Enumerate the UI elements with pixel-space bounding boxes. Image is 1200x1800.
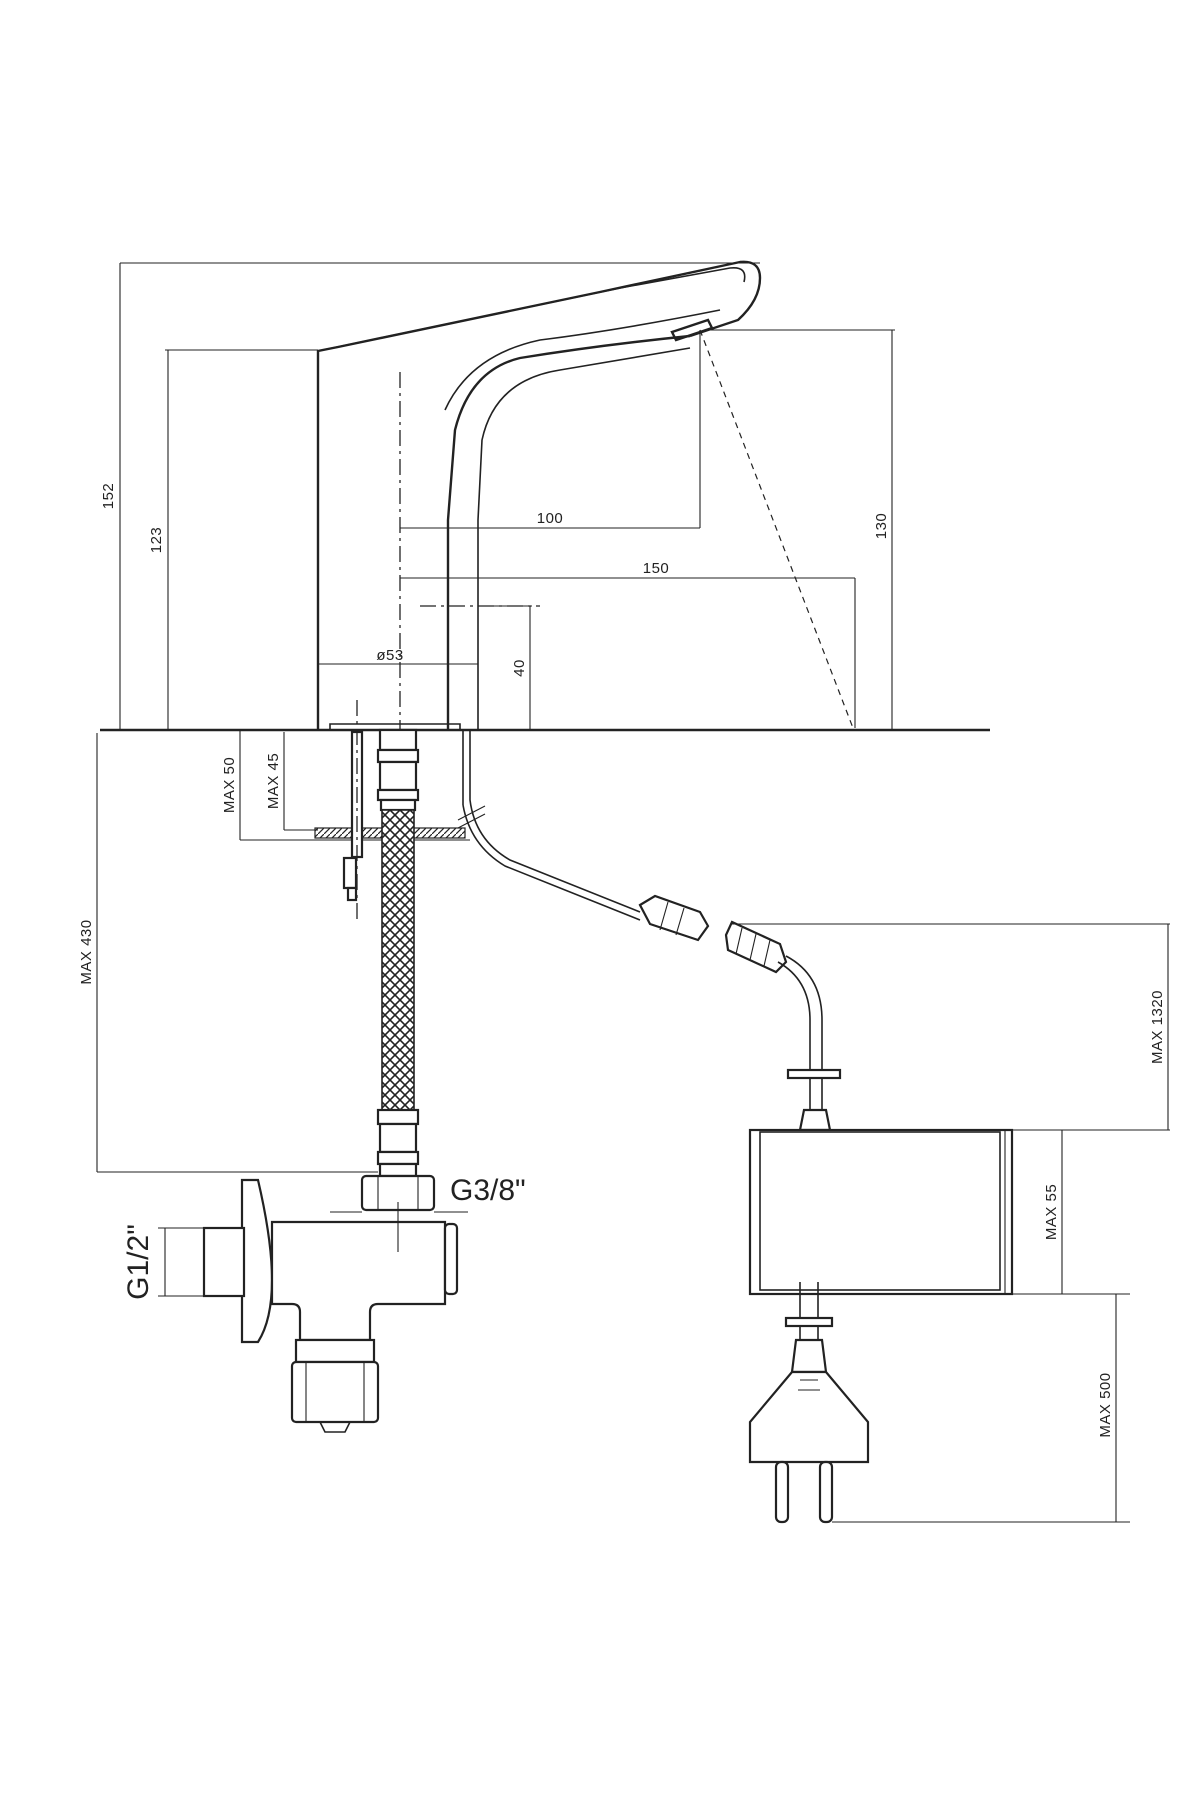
dimension-123: 123 [148, 349, 318, 730]
dimension-130: 130 [708, 329, 895, 730]
thread-g38-label: G3/8" [450, 1174, 526, 1207]
dim-100-label: 100 [537, 510, 564, 527]
dimension-max500: MAX 500 [832, 1293, 1130, 1523]
dim-max1320-label: MAX 1320 [1149, 990, 1166, 1064]
spout-top-edge [317, 266, 746, 352]
dimension-max55: MAX 55 [1012, 1129, 1068, 1295]
dimension-g12: G1/2" [122, 1224, 204, 1300]
dim-123-label: 123 [148, 527, 165, 554]
dimension-152: 152 [100, 262, 760, 730]
angle-valve [202, 1174, 459, 1433]
dim-max55-label: MAX 55 [1043, 1184, 1060, 1240]
fixing-rod [342, 700, 364, 920]
dim-dia53-label: ø53 [376, 647, 403, 664]
dimension-40: 40 [478, 605, 532, 730]
spout-outer [446, 334, 691, 730]
dim-150-label: 150 [643, 560, 670, 577]
power-cable [777, 955, 842, 1132]
dimension-g38: G3/8" [330, 1174, 526, 1252]
dimension-100: 100 [400, 330, 701, 529]
faucet-column [316, 260, 762, 730]
cable-connector-female [638, 894, 710, 942]
dim-max430-label: MAX 430 [78, 919, 95, 984]
sensor-cable [457, 730, 641, 921]
dim-40-label: 40 [511, 659, 528, 677]
dim-max45-label: MAX 45 [265, 753, 282, 809]
faucet-body [100, 260, 990, 732]
braided-hose [376, 728, 420, 1178]
dimension-diameter-53: ø53 [318, 647, 478, 665]
dimension-max50: MAX 50 [221, 730, 241, 840]
water-stream-line [699, 329, 854, 729]
dim-max500-label: MAX 500 [1097, 1372, 1114, 1437]
dim-152-label: 152 [100, 483, 117, 510]
dimension-max1320: MAX 1320 [730, 923, 1170, 1131]
dimension-150: 150 [400, 560, 856, 728]
dimension-max45: MAX 45 [265, 732, 318, 831]
cable-connector-male [724, 920, 788, 974]
base-plate [317, 723, 461, 730]
power-plug [748, 1282, 870, 1524]
dimension-max430: MAX 430 [78, 733, 378, 1173]
dim-max50-label: MAX 50 [221, 757, 238, 813]
thread-g12-label: G1/2" [122, 1224, 155, 1300]
spout-inner-lower [477, 347, 691, 730]
dim-130-label: 130 [873, 513, 890, 540]
control-box [748, 1128, 1014, 1296]
spout-inner [444, 309, 721, 411]
